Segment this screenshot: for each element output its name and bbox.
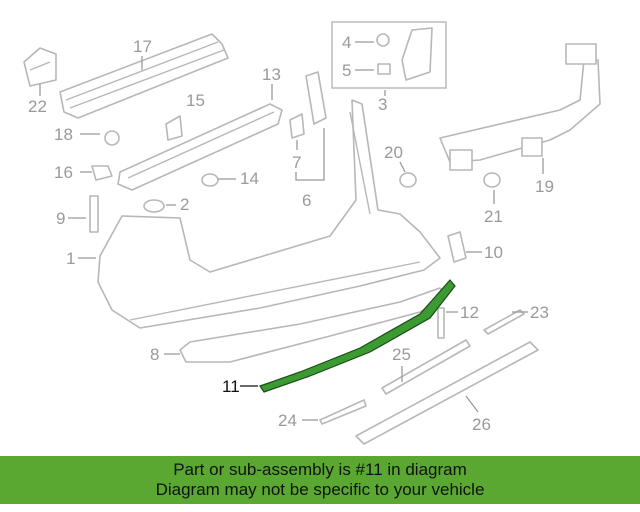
part-23-molding <box>483 309 525 335</box>
part-16-nut <box>91 165 113 181</box>
part-10-bracket <box>447 231 467 263</box>
callout-2: 2 <box>180 195 189 214</box>
callout-11: 11 <box>222 377 240 396</box>
part-12-screw <box>437 307 445 339</box>
callout-23: 23 <box>530 303 549 322</box>
callout-25: 25 <box>392 345 411 364</box>
callout-1: 1 <box>66 249 75 268</box>
callout-24: 24 <box>278 411 297 430</box>
callout-21: 21 <box>484 207 503 226</box>
callout-13: 13 <box>262 65 281 84</box>
part-2-push-pin <box>143 199 165 213</box>
banner-line-2: Diagram may not be specific to your vehi… <box>155 480 485 499</box>
callout-12: 12 <box>460 303 479 322</box>
part-21-bolt <box>483 172 501 188</box>
info-banner: Part or sub-assembly is #11 in diagram D… <box>0 456 640 504</box>
callout-4: 4 <box>342 33 351 52</box>
callout-18: 18 <box>54 125 73 144</box>
callout-19: 19 <box>535 177 554 196</box>
callout-26: 26 <box>472 415 491 434</box>
callout-17: 17 <box>133 37 152 56</box>
part-22-bracket <box>23 47 57 87</box>
part-19-tow-hitch <box>439 43 601 171</box>
part-11-deflector-highlighted <box>259 279 456 393</box>
part-1-bumper-cover <box>97 99 441 329</box>
parts-diagram: 17 22 4 5 3 19 13 15 18 <box>23 21 601 445</box>
part-14-retainer <box>201 173 219 187</box>
part-13-absorber <box>117 103 283 191</box>
callout-5: 5 <box>342 61 351 80</box>
callout-7: 7 <box>292 153 301 172</box>
callout-16: 16 <box>54 163 73 182</box>
part-18-bolt <box>104 130 120 146</box>
part-24-molding <box>319 399 367 425</box>
part-26-molding <box>355 341 539 445</box>
callout-14: 14 <box>240 169 259 188</box>
part-15-clip <box>165 115 183 141</box>
part-17-reinforcement-bar <box>59 33 229 119</box>
callout-22: 22 <box>28 97 47 116</box>
callout-9: 9 <box>56 209 65 228</box>
part-4-clip <box>376 33 390 47</box>
callout-8: 8 <box>150 345 159 364</box>
callout-15: 15 <box>186 91 205 110</box>
callout-6: 6 <box>302 191 311 210</box>
banner-line-1: Part or sub-assembly is #11 in diagram <box>173 460 467 479</box>
callout-10: 10 <box>484 243 503 262</box>
part-7-bracket <box>289 113 305 139</box>
sub-assembly-box <box>331 21 447 89</box>
part-9-pin <box>89 195 99 233</box>
part-3-bracket <box>401 27 433 81</box>
part-20-bolt <box>399 172 417 188</box>
part-6-bracket <box>305 71 327 125</box>
part-25-molding <box>381 339 471 395</box>
callout-20: 20 <box>384 143 403 162</box>
callout-3: 3 <box>378 95 387 114</box>
part-5-clip <box>377 63 391 75</box>
